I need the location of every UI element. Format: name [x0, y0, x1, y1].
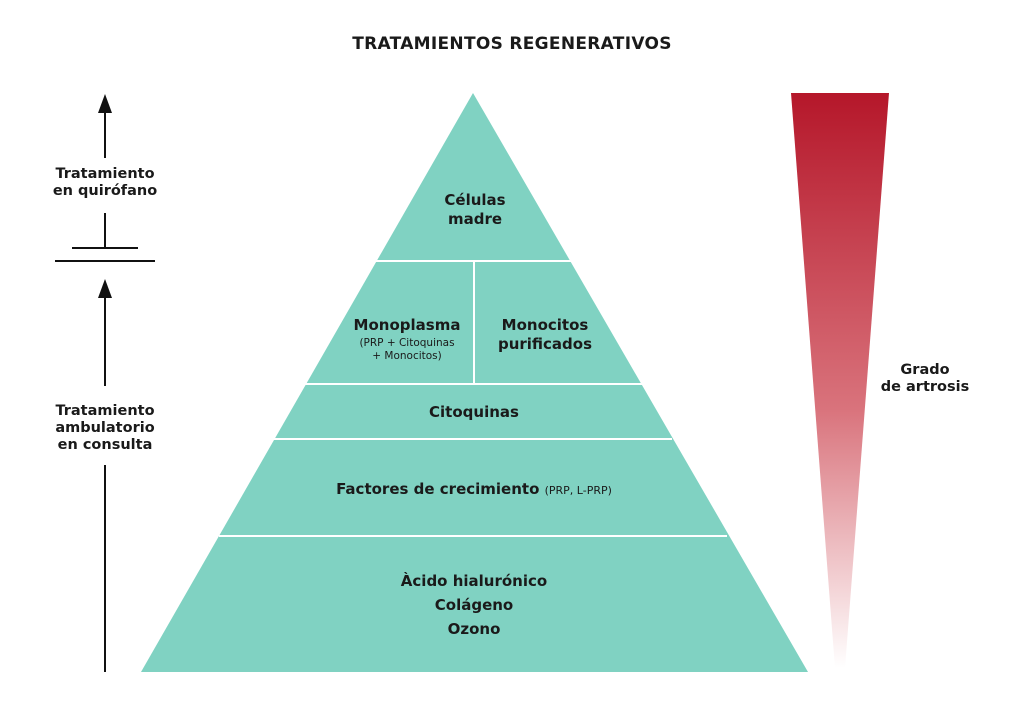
- label-grado-artrosis: Grado de artrosis: [880, 362, 970, 395]
- tier-monocitos-purificados: Monocitos purificados: [497, 316, 593, 353]
- tier-celulas-madre: Células madre: [444, 191, 506, 228]
- tier-acido-colageno-ozono: Àcido hialurónico Colágeno Ozono: [400, 572, 548, 638]
- lower-arrowhead: [98, 279, 112, 298]
- tier-factores-sub: (PRP, L-PRP): [544, 484, 612, 497]
- tier-factores-label: Factores de crecimiento: [336, 480, 540, 498]
- tier-citoquinas: Citoquinas: [429, 403, 519, 421]
- tier-monoplasma-label: Monoplasma: [353, 316, 461, 334]
- tier-monoplasma: Monoplasma (PRP + Citoquinas + Monocitos…: [336, 316, 478, 363]
- pyramid-dividers: [219, 260, 727, 537]
- upper-arrowhead: [98, 94, 112, 113]
- left-axis: [55, 94, 155, 672]
- tier-factores-crecimiento: Factores de crecimiento (PRP, L-PRP): [274, 480, 674, 500]
- label-tratamiento-ambulatorio: Tratamiento ambulatorio en consulta: [55, 403, 155, 453]
- diagram-title: TRATAMIENTOS REGENERATIVOS: [352, 34, 672, 54]
- artrosis-gradient-wedge: [791, 93, 889, 668]
- label-tratamiento-quirofano: Tratamiento en quirófano: [52, 166, 158, 199]
- tier-monoplasma-sub: (PRP + Citoquinas + Monocitos): [359, 337, 455, 362]
